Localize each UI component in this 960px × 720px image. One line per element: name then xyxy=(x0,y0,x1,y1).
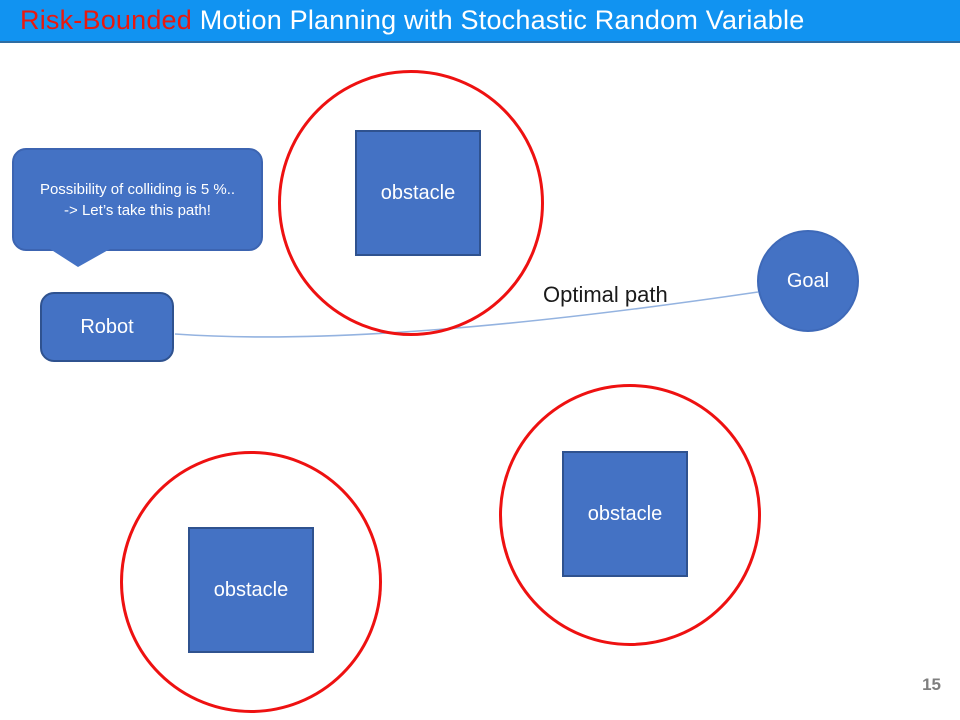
obstacle-label: obstacle xyxy=(380,181,456,204)
speech-bubble: Possibility of colliding is 5 %.. -> Let… xyxy=(12,148,263,251)
speech-bubble-line2: -> Let’s take this path! xyxy=(64,201,211,219)
title-highlight: Risk-Bounded xyxy=(20,5,192,35)
risk-circle-bottom-left xyxy=(120,451,382,713)
page-number: 15 xyxy=(922,675,941,694)
obstacle-box-bottom-right: obstacle xyxy=(562,451,688,577)
speech-bubble-line1: Possibility of colliding is 5 %.. xyxy=(39,180,236,198)
obstacle-box-top: obstacle xyxy=(355,130,481,256)
goal-label: Goal xyxy=(786,269,830,292)
goal-circle: Goal xyxy=(757,230,859,332)
robot-label: Robot xyxy=(80,315,134,338)
slide-title: Risk-Bounded Motion Planning with Stocha… xyxy=(20,5,804,36)
title-bar: Risk-Bounded Motion Planning with Stocha… xyxy=(0,0,960,43)
speech-bubble-tail xyxy=(50,249,110,267)
title-rest: Motion Planning with Stochastic Random V… xyxy=(192,5,805,35)
risk-circle-top xyxy=(278,70,544,336)
optimal-path-label: Optimal path xyxy=(543,282,668,307)
obstacle-label: obstacle xyxy=(213,578,289,601)
obstacle-label: obstacle xyxy=(587,502,663,525)
obstacle-box-bottom-left: obstacle xyxy=(188,527,314,653)
robot-box: Robot xyxy=(40,292,174,362)
risk-circle-bottom-right xyxy=(499,384,761,646)
